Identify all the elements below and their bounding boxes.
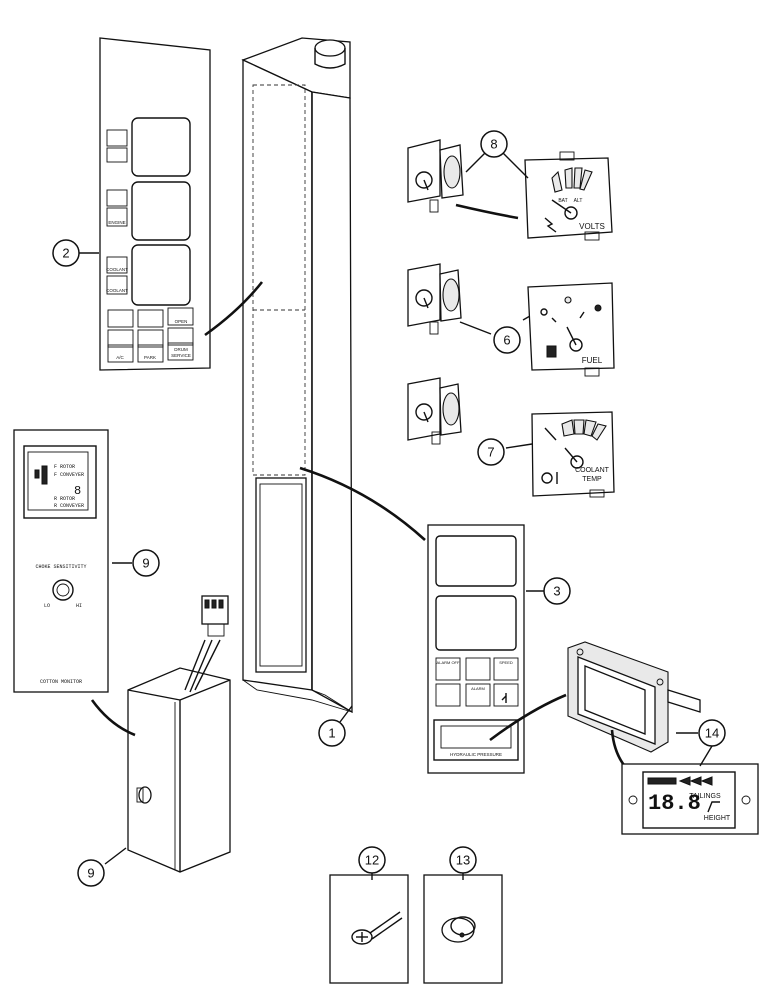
leader-8a (465, 152, 486, 173)
coolant-label-line2: TEMP (582, 476, 602, 483)
svg-text:14: 14 (705, 726, 719, 741)
alarm-label: ALARM (471, 686, 485, 691)
engine-label: ENGINE (108, 220, 125, 225)
svg-text:13: 13 (456, 853, 470, 868)
fuel-gauge: FUEL (527, 282, 615, 377)
alarm-off-label: ALARM OFF (437, 660, 460, 665)
knob-card (423, 874, 503, 984)
tailings-label: TAILINGS (689, 793, 721, 800)
svg-text:9: 9 (87, 866, 94, 881)
open-label: OPEN (175, 319, 188, 324)
leader-3b (489, 693, 567, 742)
hi-label: HI (76, 603, 82, 609)
leader-2 (204, 281, 264, 337)
leader-14c (699, 745, 713, 767)
height-icon (707, 801, 720, 813)
coolant-label-2: COOLANT (106, 288, 128, 293)
callout-13: 13 (449, 846, 477, 874)
callout-3: 3 (543, 577, 571, 605)
display-face: 18.8 TAILINGS HEIGHT (621, 763, 759, 835)
callout-14: 14 (698, 719, 726, 747)
display-digits: 18.8 (648, 791, 701, 816)
display-module (567, 641, 701, 753)
lo-label: LO (44, 603, 50, 609)
cotton-monitor-module (127, 595, 231, 873)
svg-text:2: 2 (62, 246, 69, 261)
callout-9a: 9 (132, 549, 160, 577)
hydraulic-pressure-label: HYDRAULIC PRESSURE (450, 752, 502, 757)
volts-gauge: BAT ALT VOLTS (524, 151, 613, 241)
leader-9c (104, 847, 127, 865)
coolant-label: COOLANT (106, 267, 128, 272)
cm-line3: R ROTOR (54, 496, 75, 502)
svg-text:1: 1 (328, 726, 335, 741)
leader-8 (455, 203, 519, 220)
volts-bat-label: BAT (558, 198, 567, 204)
park-label: PARK (144, 355, 156, 360)
svg-text:6: 6 (503, 333, 510, 348)
leader-9b (90, 699, 136, 737)
callout-1: 1 (318, 719, 346, 747)
volts-label: VOLTS (579, 222, 605, 231)
callout-12: 12 (358, 846, 386, 874)
svg-text:3: 3 (553, 584, 560, 599)
svg-text:8: 8 (490, 137, 497, 152)
callout-9b: 9 (77, 859, 105, 887)
choke-sensitivity-label: CHOKE SENSITIVITY (35, 564, 86, 570)
gauge-mechanism-8 (407, 139, 464, 213)
service-label: SERVICE (171, 353, 191, 358)
coolant-label-line1: COOLANT (575, 467, 610, 474)
cotton-monitor-panel: F ROTOR F CONVEYER 8 R ROTOR R CONVEYER … (13, 429, 109, 693)
svg-text:7: 7 (487, 445, 494, 460)
gauge-mechanism-6 (407, 263, 462, 335)
leader-8b (502, 152, 529, 179)
cm-digit: 8 (74, 484, 81, 498)
svg-text:9: 9 (142, 556, 149, 571)
thermometer-icon (541, 472, 553, 484)
leader-1-panel (299, 466, 426, 541)
drum-label: DRUM (174, 347, 188, 352)
height-label: HEIGHT (704, 815, 731, 822)
coolant-temp-gauge: COOLANT TEMP (531, 411, 615, 498)
leader-1 (339, 705, 353, 723)
leader-6a (459, 321, 492, 335)
ac-label: A/C (116, 355, 124, 360)
speed-label: SPEED (499, 660, 513, 665)
volts-alt-label: ALT (574, 198, 583, 204)
leader-7 (505, 443, 533, 449)
fuel-pump-icon (546, 345, 557, 358)
indicator-panel: ENGINE COOLANT COOLANT OPEN A/C PARK DRU… (99, 37, 211, 371)
alarm-panel: ALARM OFF SPEED ALARM HYDRAULIC PRESSURE (427, 524, 525, 774)
callout-2: 2 (52, 239, 80, 267)
callout-8: 8 (480, 130, 508, 158)
callout-7: 7 (477, 438, 505, 466)
cm-line1: F ROTOR (54, 464, 75, 470)
down-arrow-icon (501, 693, 507, 703)
callout-6: 6 (493, 326, 521, 354)
lightning-icon (544, 217, 557, 233)
column-housing (241, 37, 353, 714)
fuel-label: FUEL (582, 356, 603, 365)
cotton-monitor-title: COTTON MONITOR (40, 679, 82, 685)
screw-card (329, 874, 409, 984)
cm-line4: R CONVEYER (54, 503, 84, 509)
gauge-mechanism-7 (407, 377, 462, 445)
svg-text:12: 12 (365, 853, 379, 868)
cm-line2: F CONVEYER (54, 472, 84, 478)
